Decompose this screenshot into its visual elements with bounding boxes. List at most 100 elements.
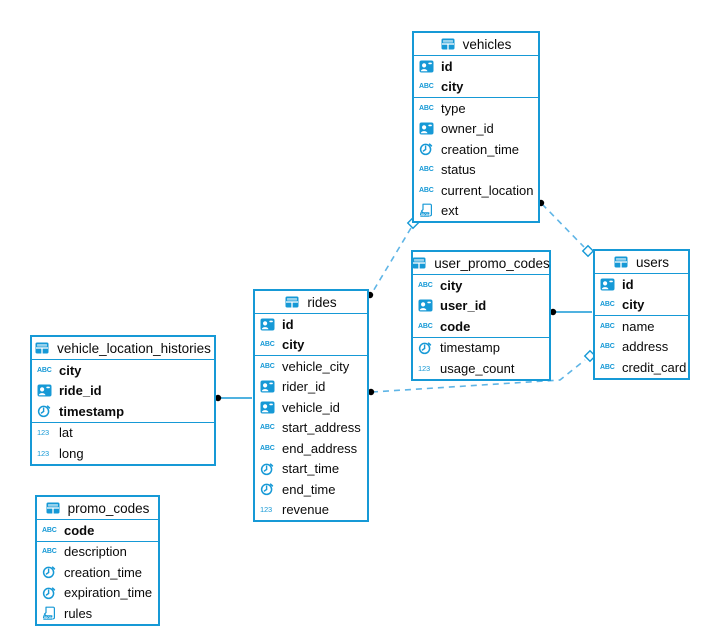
relationship-line-vehicles-to-users[interactable]	[541, 203, 585, 248]
column-row-rider_id[interactable]: rider_id	[255, 377, 367, 398]
relationship-diamond-end	[581, 244, 595, 258]
table-title: promo_codes	[67, 500, 150, 516]
column-row-id[interactable]: id	[414, 56, 538, 77]
column-row-expiration_time[interactable]: expiration_time	[37, 583, 158, 604]
ref-icon	[418, 298, 435, 313]
column-name: rider_id	[282, 379, 326, 395]
abc-icon: ABC	[419, 104, 434, 112]
relationship-dot-end	[549, 308, 557, 316]
table-icon	[35, 341, 52, 356]
column-name: current_location	[441, 182, 534, 198]
abc-icon: ABC	[42, 548, 57, 556]
table-header-promo_codes[interactable]: promo_codes	[37, 497, 158, 520]
relationship-dot-end	[214, 394, 222, 402]
ref-icon	[260, 379, 277, 394]
relationship-line-vehicles-to-rides[interactable]	[371, 227, 412, 294]
table-header-vehicles[interactable]: vehicles	[414, 33, 538, 56]
column-row-timestamp[interactable]: timestamp	[413, 338, 549, 359]
table-icon	[614, 255, 631, 270]
table-title: users	[635, 254, 669, 270]
column-row-ride_id[interactable]: ride_id	[32, 381, 214, 402]
column-row-id[interactable]: id	[595, 274, 688, 295]
clock-icon	[260, 461, 277, 476]
column-row-owner_id[interactable]: owner_id	[414, 119, 538, 140]
column-row-rules[interactable]: JSON rules	[37, 603, 158, 624]
column-row-user_id[interactable]: user_id	[413, 296, 549, 317]
column-name: user_id	[440, 298, 487, 314]
column-name: creation_time	[64, 564, 143, 580]
column-row-creation_time[interactable]: creation_time	[37, 562, 158, 583]
column-row-creation_time[interactable]: creation_time	[414, 139, 538, 160]
column-name: usage_count	[440, 360, 515, 376]
svg-text:JSON: JSON	[43, 616, 53, 620]
abc-icon: ABC	[260, 444, 275, 452]
table-header-rides[interactable]: rides	[255, 291, 367, 314]
column-row-current_location[interactable]: ABC current_location	[414, 180, 538, 201]
column-name: address	[622, 339, 669, 355]
column-row-start_time[interactable]: start_time	[255, 459, 367, 480]
column-name: vehicle_id	[282, 399, 340, 415]
svg-text:JSON: JSON	[420, 213, 430, 217]
abc-icon: ABC	[260, 424, 275, 432]
column-name: ride_id	[59, 383, 102, 399]
table-header-user_promo_codes[interactable]: user_promo_codes	[412, 252, 550, 275]
abc-icon: ABC	[419, 166, 434, 174]
relationship-diamond-end	[583, 349, 597, 363]
table-header-vehicle_location_histories[interactable]: vehicle_location_histories	[32, 337, 214, 360]
column-row-id[interactable]: id	[255, 314, 367, 335]
abc-icon: ABC	[419, 186, 434, 194]
column-name: id	[282, 316, 294, 332]
clock-icon	[419, 142, 436, 157]
ref-icon	[260, 317, 277, 332]
column-row-timestamp[interactable]: timestamp	[32, 401, 214, 422]
ref-icon	[419, 121, 436, 136]
column-name: timestamp	[59, 403, 125, 419]
relationship-line-rides-to-users[interactable]	[371, 359, 586, 393]
num-icon: 123	[260, 505, 272, 515]
column-name: creation_time	[441, 141, 520, 157]
abc-icon: ABC	[42, 526, 57, 534]
abc-icon: ABC	[419, 83, 434, 91]
column-row-ext[interactable]: JSON ext	[414, 201, 538, 222]
table-title: vehicle_location_histories	[57, 340, 211, 356]
column-name: name	[622, 318, 655, 334]
column-row-vehicle_id[interactable]: vehicle_id	[255, 397, 367, 418]
column-name: start_time	[282, 461, 340, 477]
column-row-end_time[interactable]: end_time	[255, 479, 367, 500]
table-icon	[441, 37, 458, 52]
clock-icon	[418, 340, 435, 355]
table-header-users[interactable]: users	[595, 251, 688, 274]
